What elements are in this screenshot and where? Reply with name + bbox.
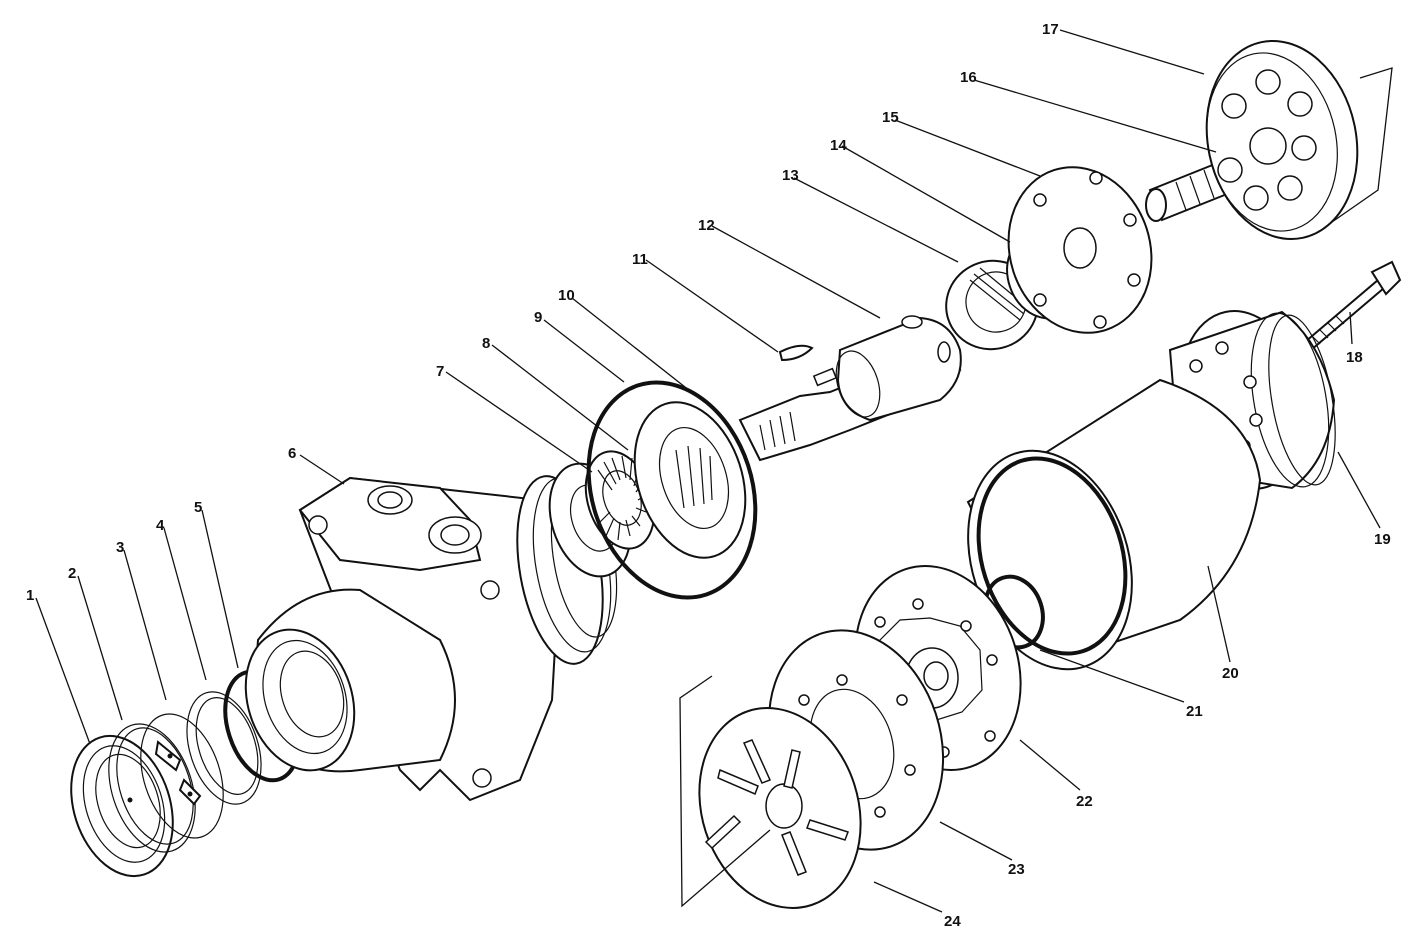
callout-12: 12 [698,217,715,234]
callout-20: 20 [1222,665,1239,682]
callout-numbers: 1 2 3 4 5 6 7 8 9 10 11 12 13 14 15 16 1… [26,21,1391,930]
part-11-woodruff-key [778,344,814,362]
part-3-retaining-ring [140,713,224,839]
callout-9: 9 [534,309,542,326]
part-1-shaft-seal [70,734,174,878]
part-24-end-plate [679,675,862,909]
callout-16: 16 [960,69,977,86]
callout-4: 4 [156,517,165,534]
callout-18: 18 [1346,349,1363,366]
callout-5: 5 [194,499,202,516]
part-17-rotor-set [1205,39,1393,241]
part-9-o-ring [586,380,758,600]
part-2-snap-ring [108,723,196,853]
callout-13: 13 [782,167,799,184]
callout-1: 1 [26,587,34,604]
callout-8: 8 [482,335,490,352]
part-6-housing [244,475,618,802]
callout-11: 11 [632,251,648,268]
callout-15: 15 [882,109,899,126]
part-4-washer [186,691,262,805]
part-10-race-plate [633,401,747,559]
part-20-shell [966,378,1262,671]
callout-7: 7 [436,363,444,380]
callout-14: 14 [830,137,847,154]
callout-19: 19 [1374,531,1391,548]
callout-24: 24 [944,913,961,930]
callout-2: 2 [68,565,76,582]
part-15-bearing-plate [1007,166,1153,334]
callout-3: 3 [116,539,124,556]
part-12-coupling [835,315,962,422]
part-18-bolt [1303,260,1402,352]
callout-22: 22 [1076,793,1093,810]
callout-17: 17 [1042,21,1059,38]
callout-23: 23 [1008,861,1025,878]
leader-lines [35,29,1381,913]
callout-6: 6 [288,445,296,462]
callout-21: 21 [1186,703,1203,720]
callout-10: 10 [558,287,575,304]
